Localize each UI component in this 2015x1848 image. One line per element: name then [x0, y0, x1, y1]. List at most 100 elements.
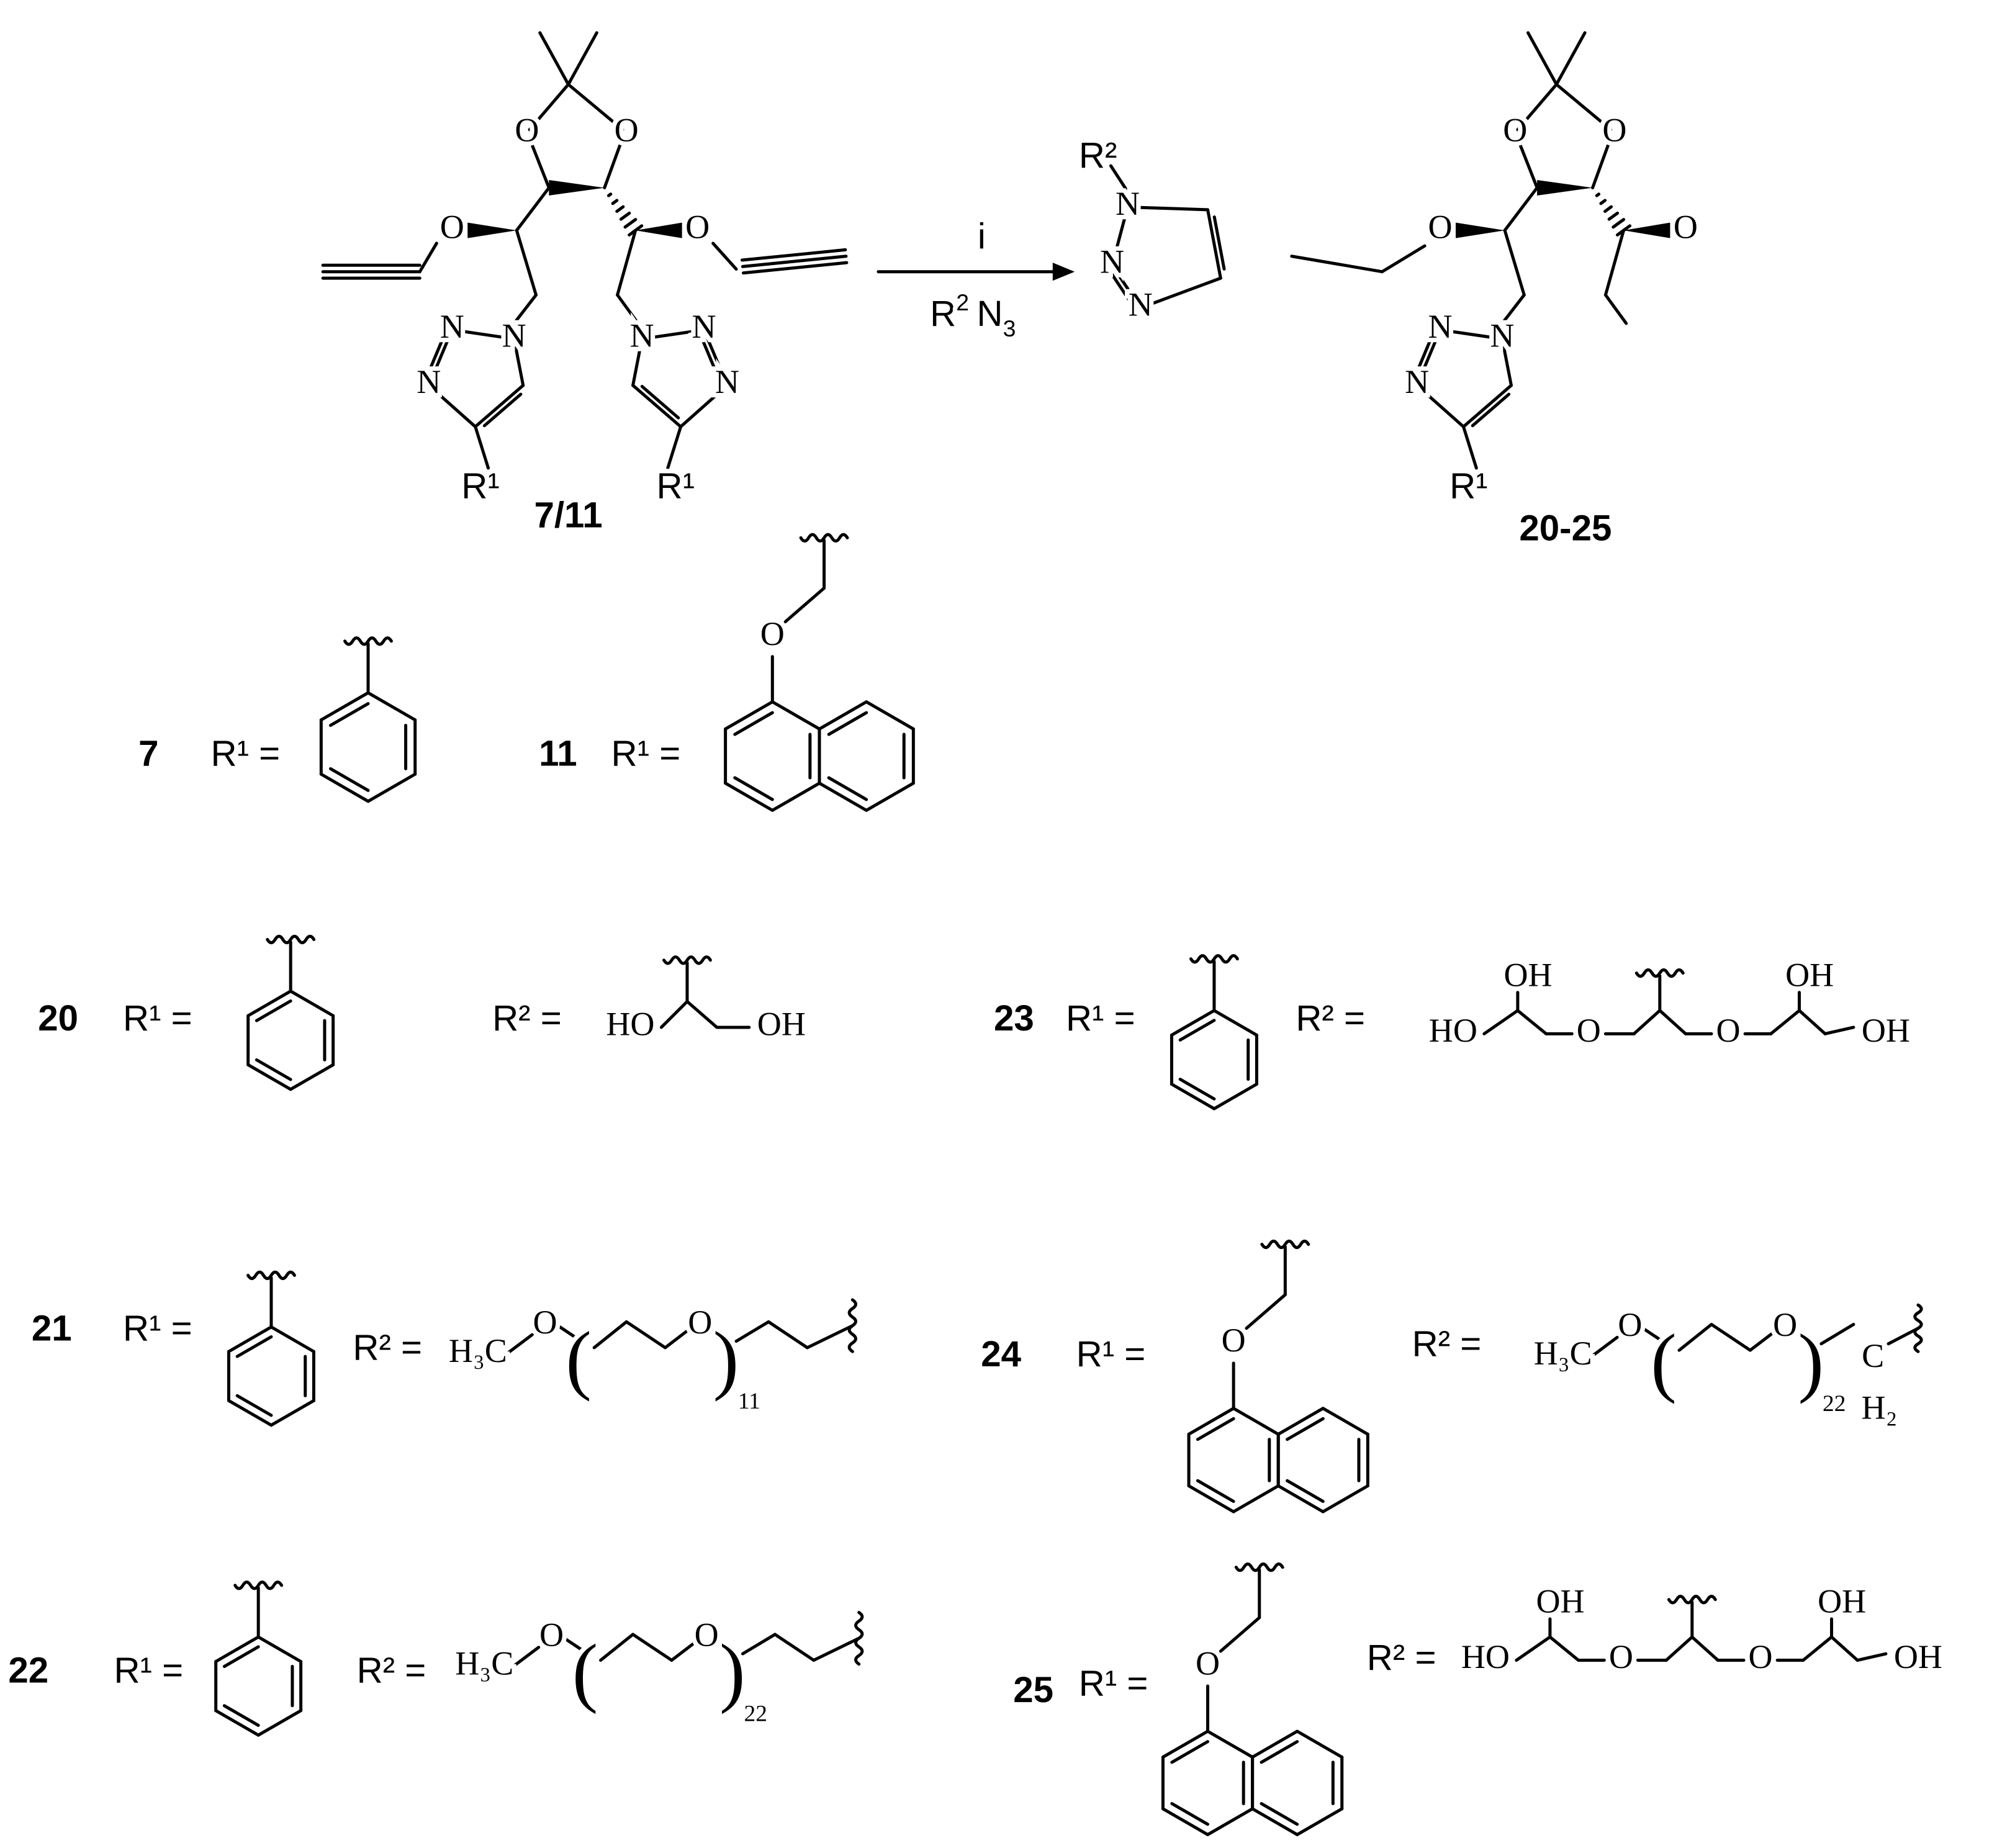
- bond: [269, 1325, 315, 1353]
- bond: [615, 205, 625, 213]
- ether-oxygen: O: [533, 1304, 557, 1341]
- nitrogen-atom: N: [692, 308, 716, 345]
- bond: [1887, 1327, 1920, 1346]
- bond: [235, 1394, 273, 1417]
- bond: [1196, 1479, 1235, 1503]
- bond: [1819, 1323, 1855, 1346]
- wavy-bond: [246, 1270, 296, 1281]
- bond: [679, 384, 729, 428]
- bond: [1212, 1083, 1258, 1111]
- bond: [1161, 1729, 1210, 1759]
- bond: [1111, 263, 1142, 310]
- bond: [1321, 1407, 1369, 1436]
- wedge-bond: [1537, 179, 1593, 196]
- bond: [1380, 244, 1427, 274]
- bond: [562, 1636, 590, 1656]
- compound-number-11: 11: [539, 733, 577, 773]
- nitrogen-atom: N: [1490, 317, 1514, 354]
- hydrogen: H₂: [1862, 1389, 1898, 1426]
- bond: [770, 782, 821, 812]
- r1-label: R¹: [657, 466, 695, 507]
- r1-equals: R¹ =: [1079, 1664, 1148, 1704]
- r2-equals: R² =: [353, 1328, 422, 1368]
- carbon: C: [1862, 1337, 1884, 1374]
- hydroxyl: HO: [1461, 1638, 1510, 1675]
- bond: [1554, 83, 1613, 132]
- bond: [611, 199, 619, 205]
- nitrogen-atom: N: [417, 363, 441, 400]
- open-paren: (: [1651, 1319, 1677, 1405]
- bond: [1187, 1484, 1235, 1513]
- bond: [214, 1709, 260, 1737]
- bond: [1526, 31, 1558, 86]
- bond: [711, 241, 738, 271]
- r2-equals: R² =: [357, 1651, 426, 1691]
- bond: [1503, 186, 1539, 232]
- bond: [256, 1709, 303, 1737]
- bond: [1603, 205, 1613, 213]
- bond: [474, 425, 490, 470]
- r2-label: R²: [1079, 135, 1117, 176]
- hydroxyl: OH: [1503, 956, 1552, 993]
- nitrogen-atom: N: [1405, 363, 1429, 400]
- bond: [505, 1333, 534, 1356]
- wavy-bond: [1634, 968, 1685, 978]
- bond: [1170, 1802, 1210, 1826]
- bond: [1170, 1009, 1216, 1037]
- bond: [427, 384, 477, 428]
- r1-equals: R¹ =: [611, 733, 681, 773]
- hydroxyl: OH: [1862, 1012, 1910, 1049]
- dioxolane-oxygen: O: [1602, 111, 1626, 148]
- bond: [255, 999, 292, 1022]
- bond: [556, 1324, 583, 1343]
- methyl: H₃C: [1534, 1335, 1592, 1372]
- bond: [616, 228, 638, 297]
- bond: [1769, 1009, 1801, 1035]
- bond: [741, 1633, 777, 1656]
- bond: [1286, 1417, 1325, 1441]
- ether-oxygen: O: [1674, 209, 1698, 246]
- compound-number-20: 20: [38, 998, 78, 1039]
- r1-label: R¹: [461, 466, 499, 507]
- bond: [366, 772, 417, 803]
- bond: [1260, 1740, 1299, 1764]
- bond: [515, 228, 538, 297]
- wedge-bond: [1456, 222, 1505, 238]
- bond: [1823, 1025, 1855, 1035]
- bond: [1830, 1635, 1859, 1662]
- bond: [1206, 208, 1222, 280]
- bond: [1516, 1009, 1548, 1035]
- wavy-bond: [1667, 1595, 1717, 1605]
- bond: [1603, 293, 1628, 325]
- nitrogen-atom: N: [1100, 243, 1124, 281]
- ether-oxygen: O: [440, 209, 464, 246]
- bond: [1690, 1635, 1720, 1662]
- bond: [1170, 1083, 1216, 1111]
- hydroxyl: OH: [1818, 1582, 1866, 1620]
- bond: [1161, 1807, 1210, 1836]
- wavy-bond: [233, 1580, 284, 1590]
- bond: [1500, 337, 1513, 387]
- oxygen-atom: O: [1196, 1644, 1220, 1682]
- close-paren: ): [719, 1629, 746, 1715]
- bond: [741, 261, 849, 275]
- ether-oxygen: O: [685, 209, 710, 246]
- bond: [1590, 1335, 1619, 1359]
- bond: [418, 241, 438, 274]
- bond: [450, 328, 516, 341]
- bond: [1664, 1635, 1694, 1662]
- repeat-count: 22: [1823, 1391, 1846, 1417]
- bond: [1438, 328, 1504, 341]
- bond: [770, 700, 821, 731]
- compound-number-24: 24: [981, 1334, 1021, 1374]
- bond: [214, 1635, 260, 1664]
- bond: [1196, 1417, 1235, 1441]
- bond: [805, 1324, 854, 1350]
- bond: [783, 587, 826, 624]
- bond: [1471, 392, 1511, 428]
- bond: [1415, 328, 1442, 387]
- compound-number-21: 21: [32, 1308, 72, 1348]
- bond: [631, 384, 683, 428]
- close-paren: ): [1798, 1319, 1824, 1405]
